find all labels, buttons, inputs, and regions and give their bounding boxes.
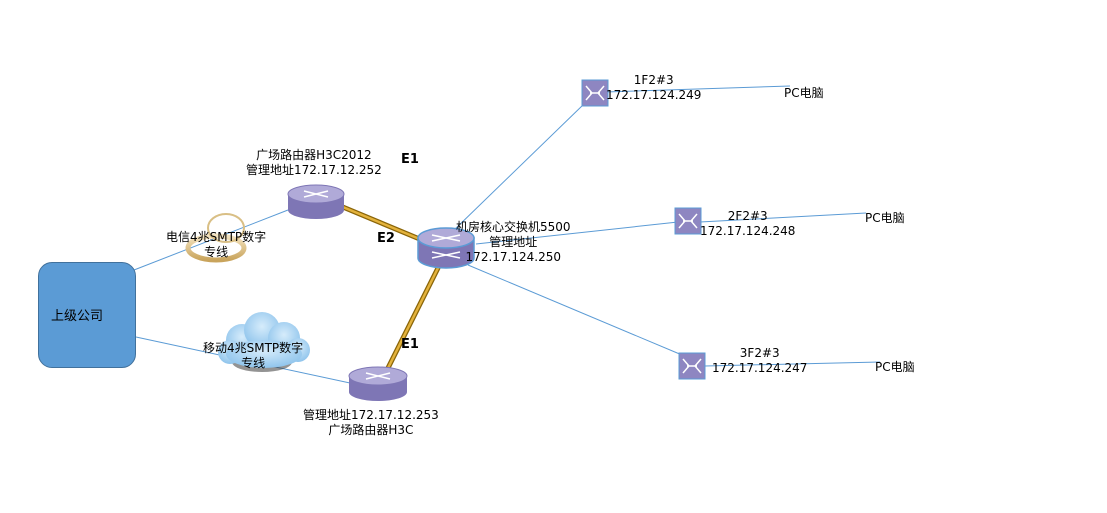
link-hq-telecom — [133, 209, 289, 271]
core-switch-ip: 172.17.124.250 — [465, 250, 561, 264]
router-top-label: 广场路由器H3C2012 管理地址172.17.12.252 — [246, 148, 382, 178]
router-bottom-label: 管理地址172.17.12.253 广场路由器H3C — [303, 408, 439, 438]
port-label-core-e2: E2 — [377, 231, 395, 246]
router-bottom-address: 管理地址172.17.12.253 — [303, 408, 439, 422]
switch-1f-icon — [581, 79, 609, 107]
pc-1f-label: PC电脑 — [784, 86, 824, 100]
switch-3f-ip: 172.17.124.247 — [712, 361, 808, 375]
mobile-line-type: 专线 — [241, 356, 266, 370]
core-switch-address-label: 管理地址 — [489, 235, 538, 249]
switch-3f-name: 3F2#3 — [739, 346, 780, 360]
telecom-line-icon — [185, 213, 247, 263]
router-bottom-name: 广场路由器H3C — [328, 423, 414, 437]
mobile-cloud-icon — [218, 312, 310, 372]
router-bottom-icon — [348, 366, 408, 401]
switch-2f-ip: 172.17.124.248 — [700, 224, 796, 238]
link-core-1f — [451, 103, 585, 233]
switch-2f-icon — [674, 207, 702, 235]
telecom-line-name: 电信4兆SMTP数字 — [166, 230, 267, 244]
switch-2f-name: 2F2#3 — [727, 209, 768, 223]
link-2f-pc — [699, 212, 867, 223]
router-top-name: 广场路由器H3C2012 — [256, 148, 372, 162]
telecom-line-type: 专线 — [204, 245, 229, 259]
switch-2f-label: 2F2#3 172.17.124.248 — [700, 209, 795, 239]
mobile-line-name: 移动4兆SMTP数字 — [203, 341, 304, 355]
pc-2f-label: PC电脑 — [865, 211, 905, 225]
link-3f-pc — [704, 361, 881, 367]
switch-3f-icon — [678, 352, 706, 380]
headquarters-node[interactable]: 上级公司 — [38, 262, 136, 368]
switch-3f-label: 3F2#3 172.17.124.247 — [712, 346, 807, 376]
switch-1f-ip: 172.17.124.249 — [606, 88, 702, 102]
link-core-2f — [475, 221, 679, 245]
link-core-3f — [467, 264, 683, 356]
router-top-address: 管理地址172.17.12.252 — [246, 163, 382, 177]
mobile-line-label: 移动4兆SMTP数字 专线 — [203, 341, 303, 371]
telecom-line-label: 电信4兆SMTP数字 专线 — [166, 230, 266, 260]
link-1f-pc — [604, 85, 791, 93]
switch-1f-name: 1F2#3 — [633, 73, 674, 87]
port-label-bottom-e1: E1 — [401, 337, 419, 352]
switch-1f-label: 1F2#3 172.17.124.249 — [606, 73, 701, 103]
core-switch-name: 机房核心交换机5500 — [456, 220, 571, 234]
port-label-top-e1: E1 — [401, 152, 419, 167]
router-top-icon — [287, 184, 345, 219]
core-switch-label: 机房核心交换机5500 管理地址 172.17.124.250 — [456, 220, 571, 265]
core-switch-icon — [417, 227, 475, 269]
pc-3f-label: PC电脑 — [875, 360, 915, 374]
headquarters-label: 上级公司 — [51, 309, 104, 324]
